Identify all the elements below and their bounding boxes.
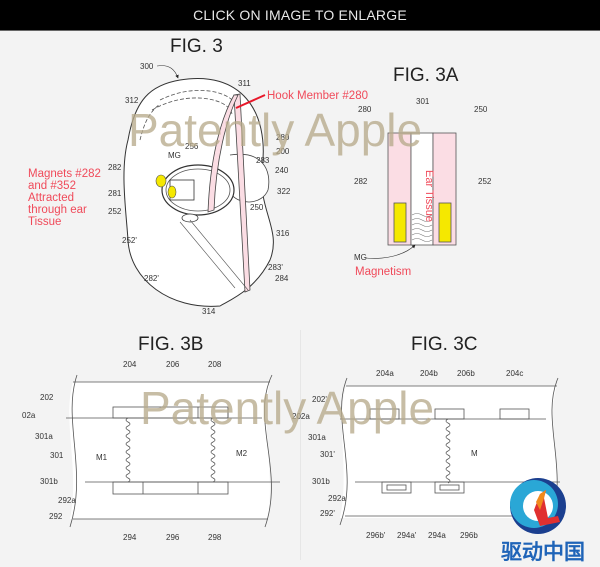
fig3-reference-labels: 300 311 312 280 200 283 240 322 250 256 … bbox=[108, 62, 291, 316]
watermark-top: Patently Apple bbox=[128, 104, 422, 156]
svg-text:301a: 301a bbox=[308, 433, 326, 442]
svg-text:202: 202 bbox=[40, 393, 54, 402]
svg-text:314: 314 bbox=[202, 307, 216, 316]
svg-text:204c: 204c bbox=[506, 369, 523, 378]
fig3a: FIG. 3A Ear Tissue Magnetism 280 301 250… bbox=[354, 65, 492, 278]
spring-m bbox=[445, 418, 451, 484]
svg-text:280: 280 bbox=[358, 105, 372, 114]
svg-text:MG: MG bbox=[354, 253, 367, 262]
svg-text:M1: M1 bbox=[96, 453, 108, 462]
fig3b-title: FIG. 3B bbox=[138, 334, 203, 355]
svg-text:283: 283 bbox=[256, 156, 270, 165]
site-logo: 驱动中国 bbox=[501, 478, 585, 564]
panel-divider bbox=[300, 330, 301, 560]
fig3c-title: FIG. 3C bbox=[411, 334, 478, 355]
magnetism-annotation: Magnetism bbox=[355, 266, 411, 278]
svg-text:281: 281 bbox=[108, 189, 122, 198]
svg-text:240: 240 bbox=[275, 166, 289, 175]
svg-text:206: 206 bbox=[166, 360, 180, 369]
svg-text:292a: 292a bbox=[58, 496, 76, 505]
svg-text:280: 280 bbox=[276, 133, 290, 142]
svg-text:296b: 296b bbox=[460, 531, 478, 540]
hook-member bbox=[233, 93, 251, 293]
svg-text:296: 296 bbox=[166, 533, 180, 542]
fig3: FIG. 3 Hook Member #280 Magnets #282 and… bbox=[28, 36, 368, 316]
svg-text:MG: MG bbox=[168, 151, 181, 160]
svg-text:301: 301 bbox=[50, 451, 64, 460]
fig3b: FIG. 3B 204 206 208 202 02a 301a 301 301… bbox=[22, 334, 280, 542]
svg-text:282': 282' bbox=[144, 274, 159, 283]
magnet-252 bbox=[167, 185, 177, 199]
logo-text: 驱动中国 bbox=[501, 540, 585, 564]
svg-text:301b: 301b bbox=[40, 477, 58, 486]
ear-tissue-annotation: Ear Tissue bbox=[423, 170, 435, 222]
fig3-title: FIG. 3 bbox=[170, 36, 223, 57]
svg-text:292a: 292a bbox=[328, 494, 346, 503]
svg-text:204: 204 bbox=[123, 360, 137, 369]
spring-m2 bbox=[210, 417, 216, 483]
svg-text:256: 256 bbox=[185, 142, 199, 151]
svg-text:311: 311 bbox=[238, 79, 251, 88]
magnets-annotation-line5: Tissue bbox=[28, 216, 61, 228]
fig3a-title: FIG. 3A bbox=[393, 65, 459, 86]
svg-text:252: 252 bbox=[108, 207, 122, 216]
svg-text:296b': 296b' bbox=[366, 531, 386, 540]
svg-text:M: M bbox=[471, 449, 478, 458]
magnet-282-3a bbox=[393, 202, 407, 243]
svg-text:301: 301 bbox=[416, 97, 430, 106]
fig3c: FIG. 3C 204a 204b 206b 204c 202' 202a 30… bbox=[292, 334, 560, 540]
svg-text:301b: 301b bbox=[312, 477, 330, 486]
svg-text:252: 252 bbox=[478, 177, 492, 186]
svg-text:204b: 204b bbox=[420, 369, 438, 378]
svg-text:283': 283' bbox=[268, 263, 283, 272]
svg-text:M2: M2 bbox=[236, 449, 248, 458]
svg-text:301': 301' bbox=[320, 450, 335, 459]
watermark-bottom: Patently Apple bbox=[140, 382, 434, 434]
svg-text:250: 250 bbox=[474, 105, 488, 114]
svg-text:250: 250 bbox=[250, 203, 264, 212]
svg-text:282: 282 bbox=[108, 163, 122, 172]
svg-text:294a': 294a' bbox=[397, 531, 417, 540]
svg-text:322: 322 bbox=[277, 187, 291, 196]
svg-text:284: 284 bbox=[275, 274, 289, 283]
enlarge-banner[interactable]: CLICK ON IMAGE TO ENLARGE bbox=[0, 0, 600, 31]
svg-text:316: 316 bbox=[276, 229, 290, 238]
svg-text:202': 202' bbox=[312, 395, 327, 404]
svg-text:301a: 301a bbox=[35, 432, 53, 441]
spring-m1 bbox=[125, 417, 131, 483]
magnets-annotation-line3: Attracted bbox=[28, 192, 74, 204]
svg-text:282: 282 bbox=[354, 177, 368, 186]
magnet-252-3a bbox=[438, 202, 452, 243]
magnets-annotation-line1: Magnets #282 bbox=[28, 168, 101, 180]
svg-text:208: 208 bbox=[208, 360, 222, 369]
svg-text:294: 294 bbox=[123, 533, 137, 542]
svg-text:02a: 02a bbox=[22, 411, 36, 420]
svg-text:298: 298 bbox=[208, 533, 222, 542]
svg-text:204a: 204a bbox=[376, 369, 394, 378]
svg-text:292: 292 bbox=[49, 512, 63, 521]
magnets-annotation-line4: through ear bbox=[28, 204, 87, 216]
hook-member-annotation: Hook Member #280 bbox=[267, 90, 368, 102]
svg-text:252': 252' bbox=[122, 236, 137, 245]
svg-text:312: 312 bbox=[125, 96, 139, 105]
magnets-annotation-line2: and #352 bbox=[28, 180, 76, 192]
magnet-282 bbox=[155, 174, 167, 188]
svg-text:206b: 206b bbox=[457, 369, 475, 378]
svg-text:200: 200 bbox=[276, 147, 290, 156]
svg-text:300: 300 bbox=[140, 62, 154, 71]
svg-text:292': 292' bbox=[320, 509, 335, 518]
svg-text:294a: 294a bbox=[428, 531, 446, 540]
svg-text:202a: 202a bbox=[292, 412, 310, 421]
